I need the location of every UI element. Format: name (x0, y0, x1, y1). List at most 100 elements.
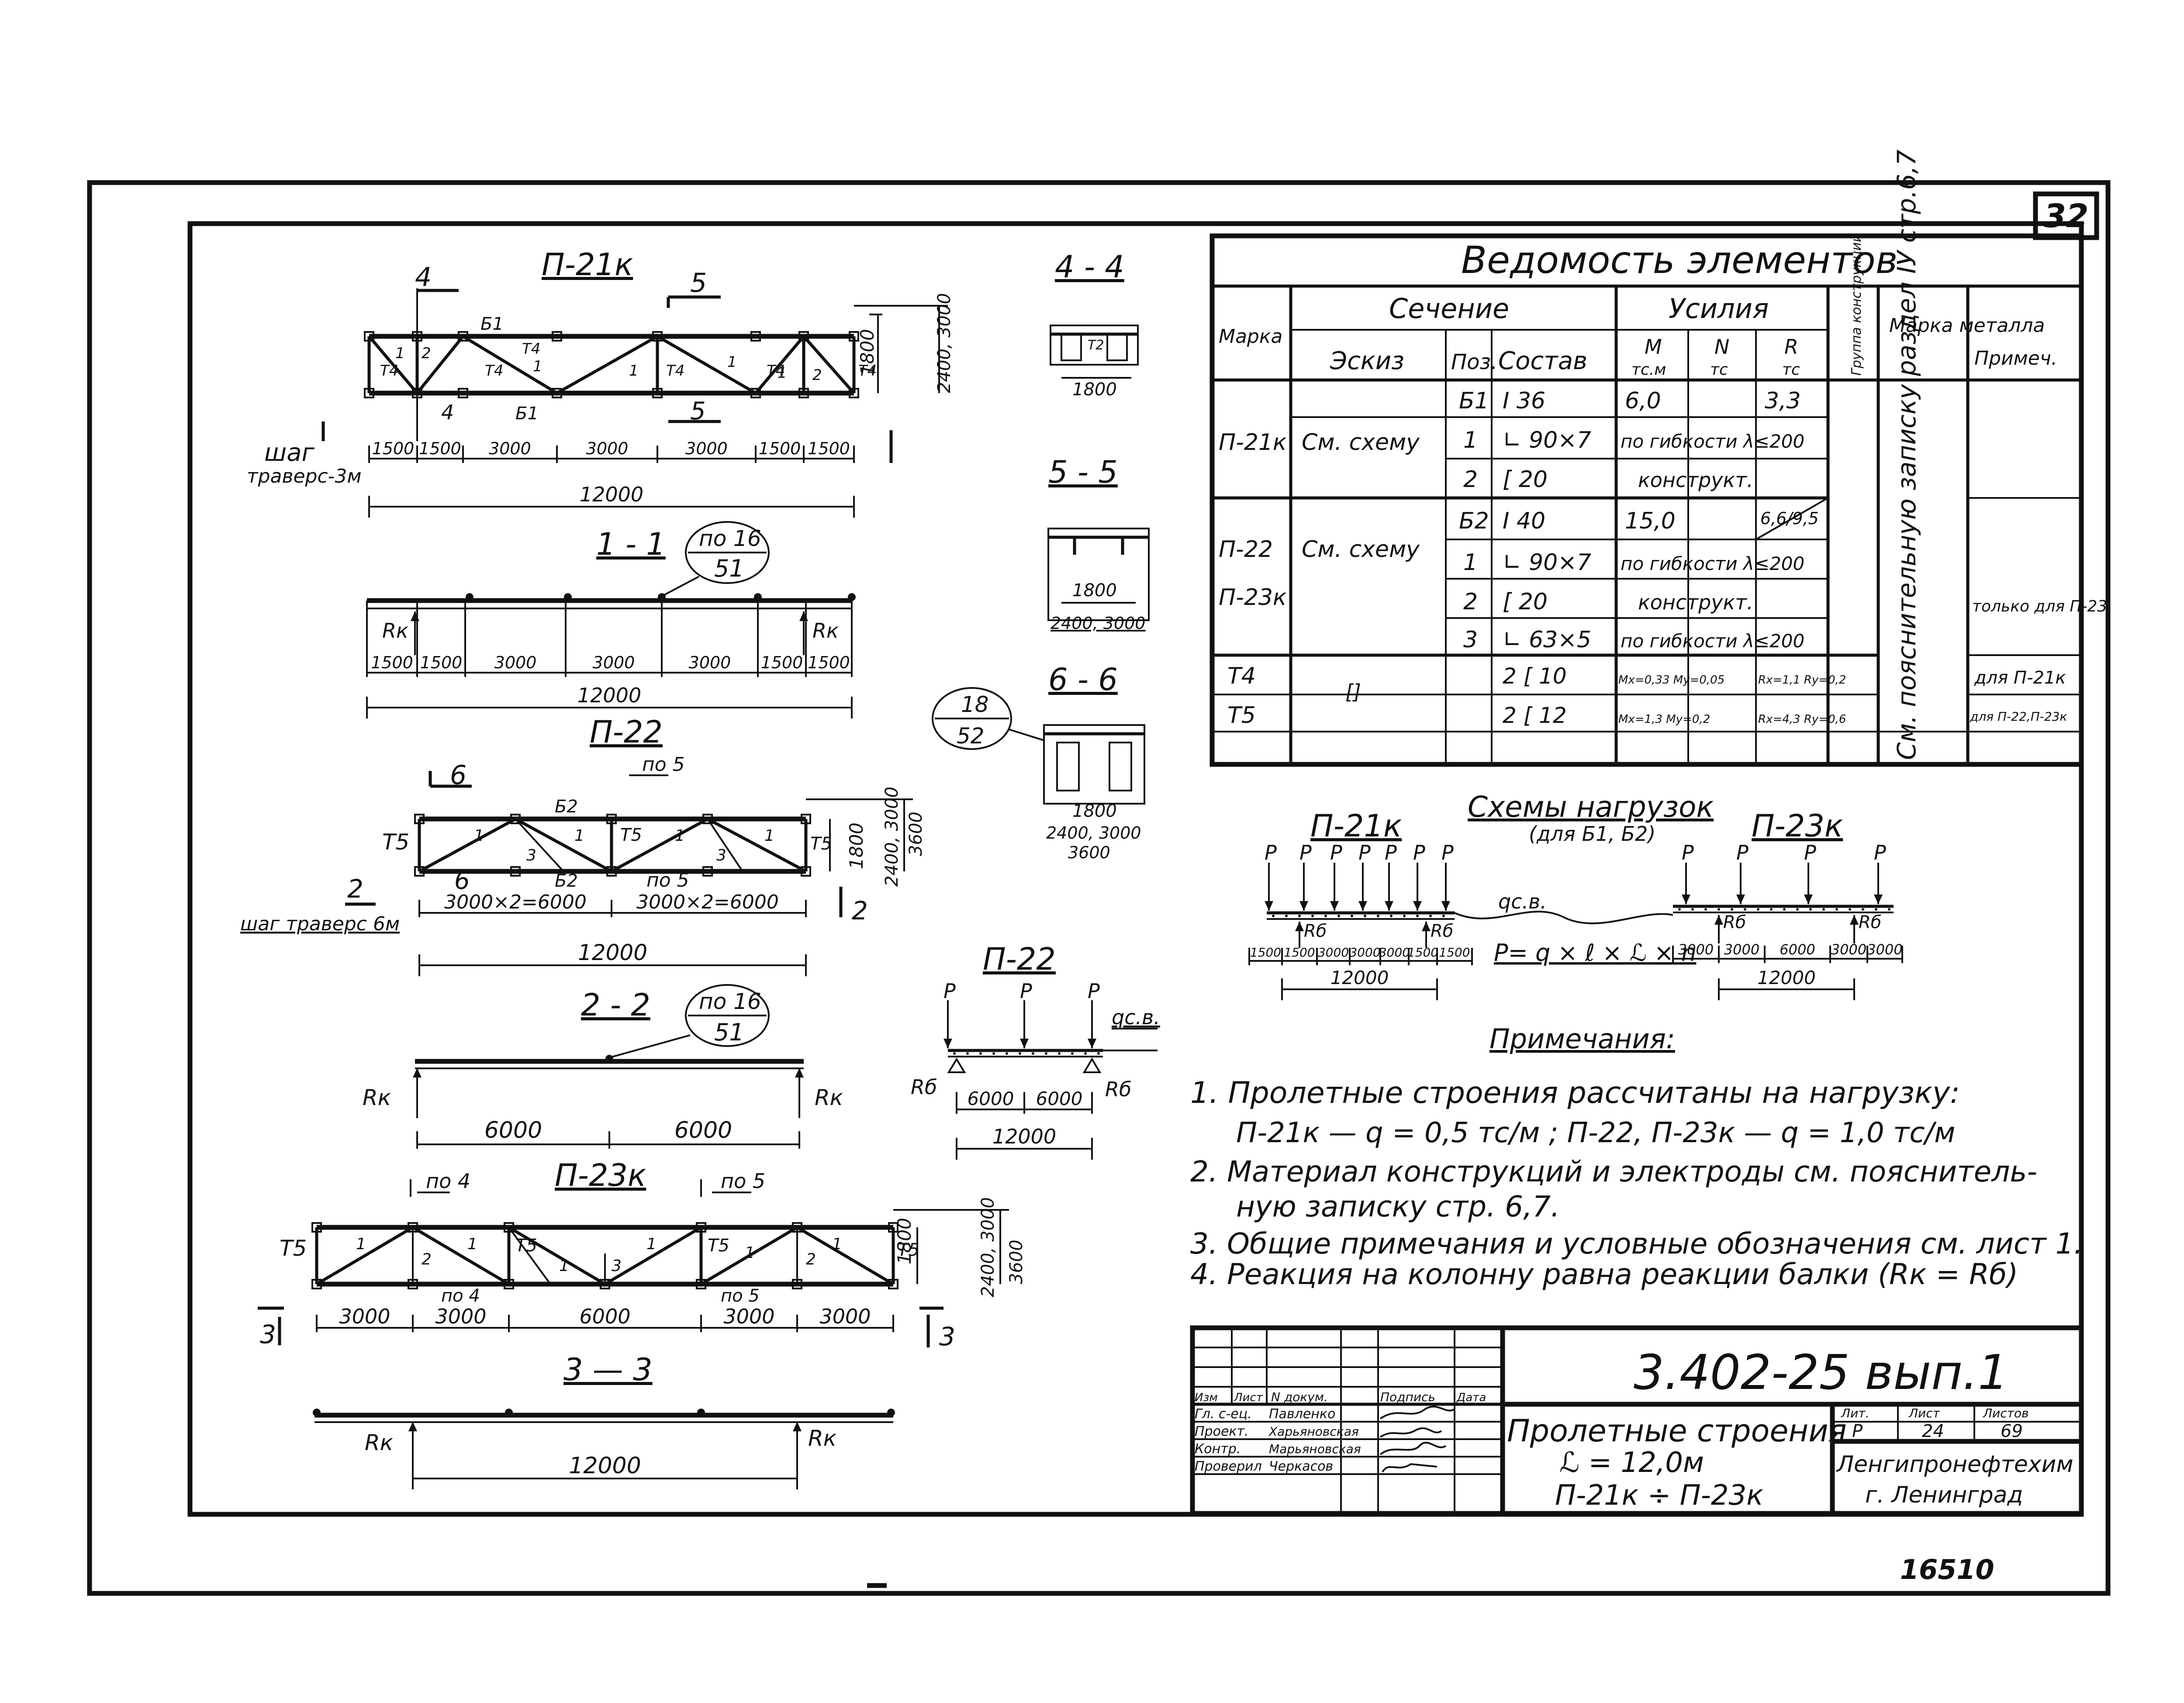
signature (1379, 1441, 1447, 1455)
beam-hatch (1324, 915, 1327, 917)
callout-top: по 16 (699, 526, 761, 551)
node (849, 388, 859, 398)
total-dim-label: 12000 (580, 483, 643, 506)
hdr-n-unit: тс (1710, 361, 1728, 379)
node (364, 331, 374, 342)
beam-hatch (1084, 1052, 1087, 1055)
label-po5: по 5 (721, 1169, 765, 1193)
arrow-head (1714, 915, 1723, 925)
load-p: Р (943, 979, 956, 1003)
load-p: Р (1736, 841, 1749, 864)
beam-hatch (1097, 1052, 1100, 1055)
node (364, 388, 374, 398)
label-t5: Т5 (382, 829, 409, 855)
beam-hatch (1285, 915, 1288, 917)
load-schemes: Схемы нагрузок (для Б1, Б2) П-21к П-23к … (1248, 790, 1903, 1000)
rev-hdr: Изм (1195, 1391, 1218, 1404)
hdr-section: Сечение (1389, 293, 1509, 325)
beam-hatch (1364, 915, 1366, 917)
row-m: Мх=0,33 Му=0,05 (1618, 674, 1724, 687)
label-t4: Т4 (767, 362, 785, 380)
signature (1379, 1406, 1455, 1420)
row-note: для П-22,П-23к (1970, 709, 2067, 724)
reaction-label: Rк (815, 1085, 843, 1110)
dim-label: 6000 (579, 1305, 630, 1328)
note-line: ную записку стр. 6,7. (1236, 1190, 1560, 1223)
label-2: 2 (422, 345, 431, 362)
truss-title: П-23к (555, 1157, 646, 1193)
org-name: Ленгипронефтехим (1836, 1451, 2073, 1478)
node (652, 388, 663, 398)
sheet-number: 32 (2044, 197, 2089, 235)
section-dim: 1800 (1072, 580, 1117, 601)
label-t4: Т4 (522, 340, 540, 358)
beam-hatch (1849, 908, 1851, 911)
section-title: 4 - 4 (1055, 249, 1124, 285)
label-1: 1 (574, 827, 584, 845)
load-p: Р (1330, 841, 1342, 864)
section-dim: 2400, 3000 (1046, 823, 1141, 843)
beam-hatch (1731, 908, 1733, 911)
beam-hatch (1337, 915, 1340, 917)
bolt (505, 1409, 513, 1416)
row-m: по гибкости λ≤200 (1621, 630, 1804, 652)
reaction-label: Rб (1723, 912, 1746, 933)
node (552, 388, 562, 398)
row-mark: П-21к (1219, 429, 1287, 456)
schedule-frame (1209, 233, 2084, 767)
diagonal (754, 335, 805, 394)
dim-label: 1500 (759, 439, 801, 458)
node (702, 814, 713, 824)
beam-hatch (1045, 1052, 1047, 1055)
section-dim: 1800 (1072, 801, 1117, 821)
beam-hatch (1809, 908, 1812, 911)
dim-label: 3000 (494, 653, 537, 672)
row-m: Мх=1,3 Му=0,2 (1618, 713, 1710, 726)
callout-bubble (685, 521, 770, 584)
node (696, 1222, 706, 1233)
bolt (848, 593, 856, 601)
dim-label: 3000 (1867, 941, 1902, 958)
rev-hdr: Дата (1456, 1391, 1486, 1404)
beam-hatch (1351, 915, 1353, 917)
load-qcb: qс.в. (1498, 890, 1547, 913)
label-1: 1 (832, 1235, 842, 1253)
label-1: 1 (764, 827, 774, 845)
dim-label: 3000 (1318, 945, 1349, 960)
staff-name: Харьяновская (1268, 1424, 1359, 1439)
load-p: Р (1299, 841, 1312, 864)
bolt (887, 1409, 895, 1416)
r-diagonal (1755, 497, 1828, 540)
dim-label: 3000 (1678, 941, 1714, 958)
node (652, 331, 663, 342)
arrow-head (413, 1068, 422, 1078)
beam-hatch (1757, 908, 1759, 911)
label-1: 1 (356, 1235, 366, 1253)
arrow-head (1441, 901, 1450, 911)
label-1: 1 (559, 1257, 569, 1275)
node (458, 331, 468, 342)
arrow-head (793, 1422, 802, 1431)
diagonal (657, 335, 757, 395)
hdr-m-unit: тс.м (1631, 361, 1666, 379)
diagonal (611, 817, 708, 873)
load-right-label: П-23к (1752, 808, 1843, 844)
hdr-group: Группа конструкций (1849, 234, 1864, 376)
dim-label: 3000×2=6000 (636, 891, 779, 913)
beam-hatch (1835, 908, 1838, 911)
leader (661, 576, 699, 597)
label-t5: Т5 (515, 1236, 537, 1256)
label-t5: Т5 (708, 1236, 729, 1256)
load-formula: Р= q × ℓ × ℒ × n (1494, 939, 1696, 967)
row-mark: Т4 (1227, 663, 1256, 689)
label-po4: по 4 (441, 1286, 480, 1306)
arrow-head (1736, 895, 1745, 904)
callout-bottom: 51 (714, 555, 744, 582)
dim-label: 3000 (1831, 941, 1866, 958)
label-t5: Т5 (810, 834, 832, 854)
